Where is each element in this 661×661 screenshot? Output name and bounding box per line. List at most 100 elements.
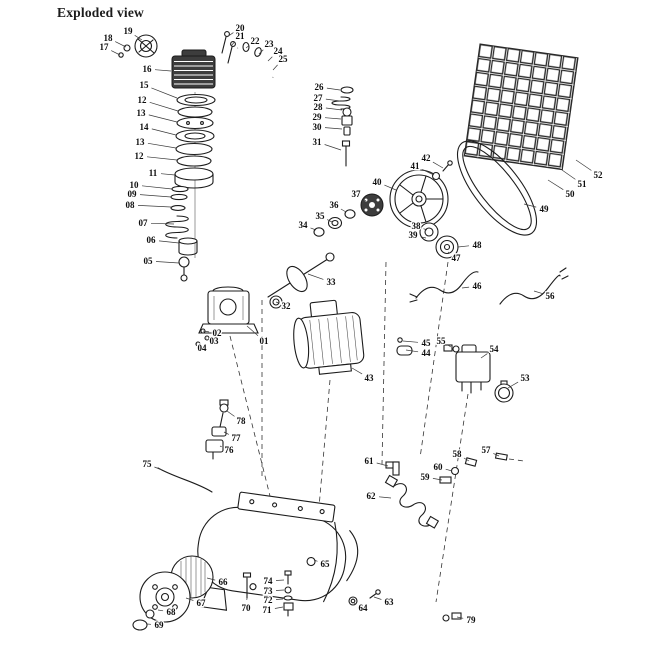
part-label-41: 41 bbox=[411, 161, 421, 171]
motor bbox=[293, 299, 365, 375]
leader-line-30 bbox=[324, 127, 343, 130]
connecting-rod bbox=[178, 256, 190, 282]
leader-line-01 bbox=[246, 325, 259, 336]
part-label-19: 19 bbox=[124, 26, 134, 36]
part-label-03: 03 bbox=[210, 336, 220, 346]
discharge-hose bbox=[384, 474, 440, 529]
air-filter bbox=[118, 34, 158, 58]
leader-line-57 bbox=[493, 453, 500, 457]
leader-line-38 bbox=[423, 228, 428, 231]
part-label-65: 65 bbox=[321, 559, 331, 569]
crankcase bbox=[198, 286, 259, 334]
head-bolts bbox=[221, 31, 236, 64]
leader-line-78 bbox=[226, 410, 235, 417]
part-label-05: 05 bbox=[144, 256, 154, 266]
part-label-29: 29 bbox=[313, 112, 323, 122]
part-label-35: 35 bbox=[316, 211, 326, 221]
part-label-44: 44 bbox=[422, 348, 432, 358]
leader-line-24 bbox=[267, 56, 273, 62]
drive-belt bbox=[456, 140, 538, 236]
cooling-grid bbox=[463, 43, 579, 171]
leader-line-04 bbox=[195, 342, 198, 345]
leader-line-37 bbox=[362, 198, 367, 202]
leader-line-44 bbox=[405, 349, 419, 353]
leader-line-42 bbox=[432, 161, 444, 169]
leader-line-61 bbox=[376, 462, 389, 467]
part-label-13: 13 bbox=[137, 108, 147, 118]
part-label-45: 45 bbox=[422, 338, 432, 348]
leader-line-05 bbox=[155, 261, 180, 264]
valve-spring bbox=[165, 215, 189, 239]
leader-line-59 bbox=[432, 478, 443, 481]
leader-line-64 bbox=[353, 602, 357, 605]
leader-line-54 bbox=[480, 353, 488, 359]
part-label-49: 49 bbox=[540, 204, 550, 214]
leader-line-45 bbox=[402, 340, 419, 343]
leader-line-21 bbox=[230, 41, 235, 47]
leader-line-40 bbox=[384, 184, 397, 191]
leader-line-09 bbox=[139, 194, 172, 198]
part-label-20: 20 bbox=[236, 23, 246, 33]
crankshaft bbox=[267, 252, 335, 298]
part-label-46: 46 bbox=[473, 281, 483, 291]
leader-line-58 bbox=[463, 457, 470, 462]
part-label-79: 79 bbox=[467, 615, 477, 625]
part-label-02: 02 bbox=[213, 328, 223, 338]
leader-line-48 bbox=[457, 245, 470, 248]
leader-line-12 bbox=[146, 156, 178, 161]
leader-line-19 bbox=[134, 35, 143, 41]
leader-line-25 bbox=[272, 64, 278, 71]
part-label-50: 50 bbox=[566, 189, 576, 199]
part-label-64: 64 bbox=[359, 603, 369, 613]
part-label-12: 12 bbox=[138, 95, 148, 105]
leader-line-06 bbox=[158, 240, 180, 244]
part-label-59: 59 bbox=[421, 472, 431, 482]
part-label-73: 73 bbox=[264, 586, 274, 596]
leader-line-12 bbox=[149, 101, 179, 112]
leader-line-51 bbox=[561, 169, 576, 180]
leader-line-63 bbox=[373, 596, 382, 600]
part-label-77: 77 bbox=[232, 433, 242, 443]
leader-line-29 bbox=[324, 117, 342, 120]
tank-fittings bbox=[348, 589, 381, 606]
air-tank bbox=[197, 491, 359, 611]
part-label-42: 42 bbox=[422, 153, 432, 163]
leader-line-11 bbox=[160, 173, 176, 176]
leader-line-66 bbox=[206, 577, 216, 581]
part-label-71: 71 bbox=[263, 605, 273, 615]
part-label-15: 15 bbox=[140, 80, 150, 90]
crankcase-bolts bbox=[195, 328, 210, 347]
leader-line-77 bbox=[223, 431, 229, 435]
outlet-fittings bbox=[385, 452, 525, 484]
unloader-valve bbox=[443, 344, 460, 353]
leader-line-10 bbox=[141, 185, 173, 190]
leader-line-31 bbox=[324, 144, 342, 151]
part-label-60: 60 bbox=[434, 462, 444, 472]
part-label-72: 72 bbox=[264, 595, 274, 605]
part-label-62: 62 bbox=[367, 491, 377, 501]
outlet-pipe bbox=[157, 467, 213, 493]
part-label-28: 28 bbox=[314, 102, 324, 112]
leader-line-41 bbox=[422, 169, 435, 176]
part-label-55: 55 bbox=[437, 336, 447, 346]
part-label-78: 78 bbox=[237, 416, 247, 426]
leader-line-55 bbox=[447, 344, 452, 348]
part-label-22: 22 bbox=[251, 36, 261, 46]
part-label-30: 30 bbox=[313, 122, 323, 132]
leader-line-34 bbox=[310, 227, 317, 231]
part-label-32: 32 bbox=[282, 301, 292, 311]
part-label-17: 17 bbox=[100, 42, 110, 52]
leader-line-62 bbox=[378, 496, 392, 499]
part-label-51: 51 bbox=[578, 179, 588, 189]
part-label-75: 75 bbox=[143, 459, 153, 469]
leader-line-60 bbox=[445, 468, 453, 472]
part-label-27: 27 bbox=[314, 93, 324, 103]
shaft-washers bbox=[313, 209, 356, 237]
part-label-36: 36 bbox=[330, 200, 340, 210]
leader-line-27 bbox=[325, 98, 341, 102]
leader-line-18 bbox=[115, 41, 127, 48]
alignment-lines bbox=[229, 261, 469, 603]
drive-pulley bbox=[419, 222, 439, 242]
leader-line-75 bbox=[154, 466, 163, 471]
